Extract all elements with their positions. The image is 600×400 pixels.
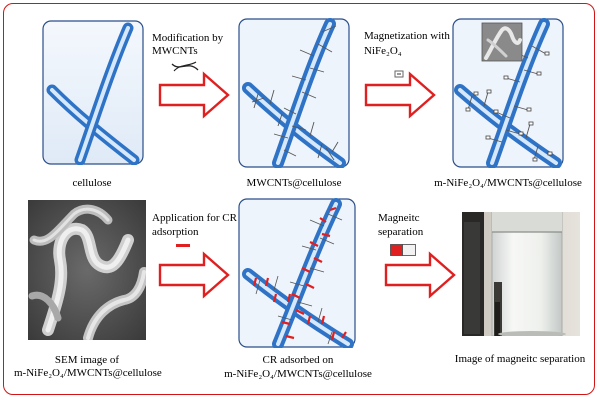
- arrow-4: [384, 250, 456, 300]
- label-sem-line1: SEM image of: [54, 354, 120, 366]
- step2-text-line2: NiFe₂O₄: [364, 45, 402, 57]
- step4-text-line2: separation: [378, 226, 424, 238]
- label-cellulose: cellulose: [72, 177, 112, 189]
- step3-text-line2: adsorption: [152, 226, 199, 238]
- label-mwcnts-cellulose: MWCNTs@cellulose: [246, 177, 342, 189]
- outer-frame: [3, 3, 595, 395]
- label-cr-line1: CR adsorbed on: [262, 354, 334, 366]
- arrow-1: [158, 70, 230, 120]
- panel-cellulose: [42, 20, 144, 165]
- panel-m-nife2o4-top: [452, 18, 564, 168]
- panel-separation-photo: [462, 212, 580, 336]
- arrow-2: [364, 70, 436, 120]
- arrow-3: [158, 250, 230, 300]
- congo-red-icon: [176, 244, 190, 247]
- label-sem-line2: m-NiFe₂O₄/MWCNTs@cellulose: [14, 367, 162, 379]
- panel-sem-image: [28, 200, 146, 340]
- step1-text-line1: Modification by: [152, 32, 224, 44]
- magnet-icon: [390, 244, 416, 256]
- step3-text-line1: Application for CR: [152, 212, 237, 224]
- step4-text-line1: Magneitc: [378, 212, 420, 224]
- label-m-nife2o4-top: m-NiFe₂O₄/MWCNTs@cellulose: [434, 177, 582, 189]
- step1-text-line2: MWCNTs: [152, 45, 198, 57]
- label-cr-line2: m-NiFe₂O₄/MWCNTs@cellulose: [224, 368, 372, 380]
- label-image-separation: Image of magneitc separation: [454, 353, 586, 365]
- mwcnt-icon: [171, 61, 199, 72]
- panel-cr-adsorbed: [238, 198, 356, 348]
- nife2o4-particle-icon: [394, 70, 404, 78]
- panel-mwcnts-cellulose: [238, 18, 350, 168]
- step2-text-line1: Magnetization with: [364, 30, 450, 42]
